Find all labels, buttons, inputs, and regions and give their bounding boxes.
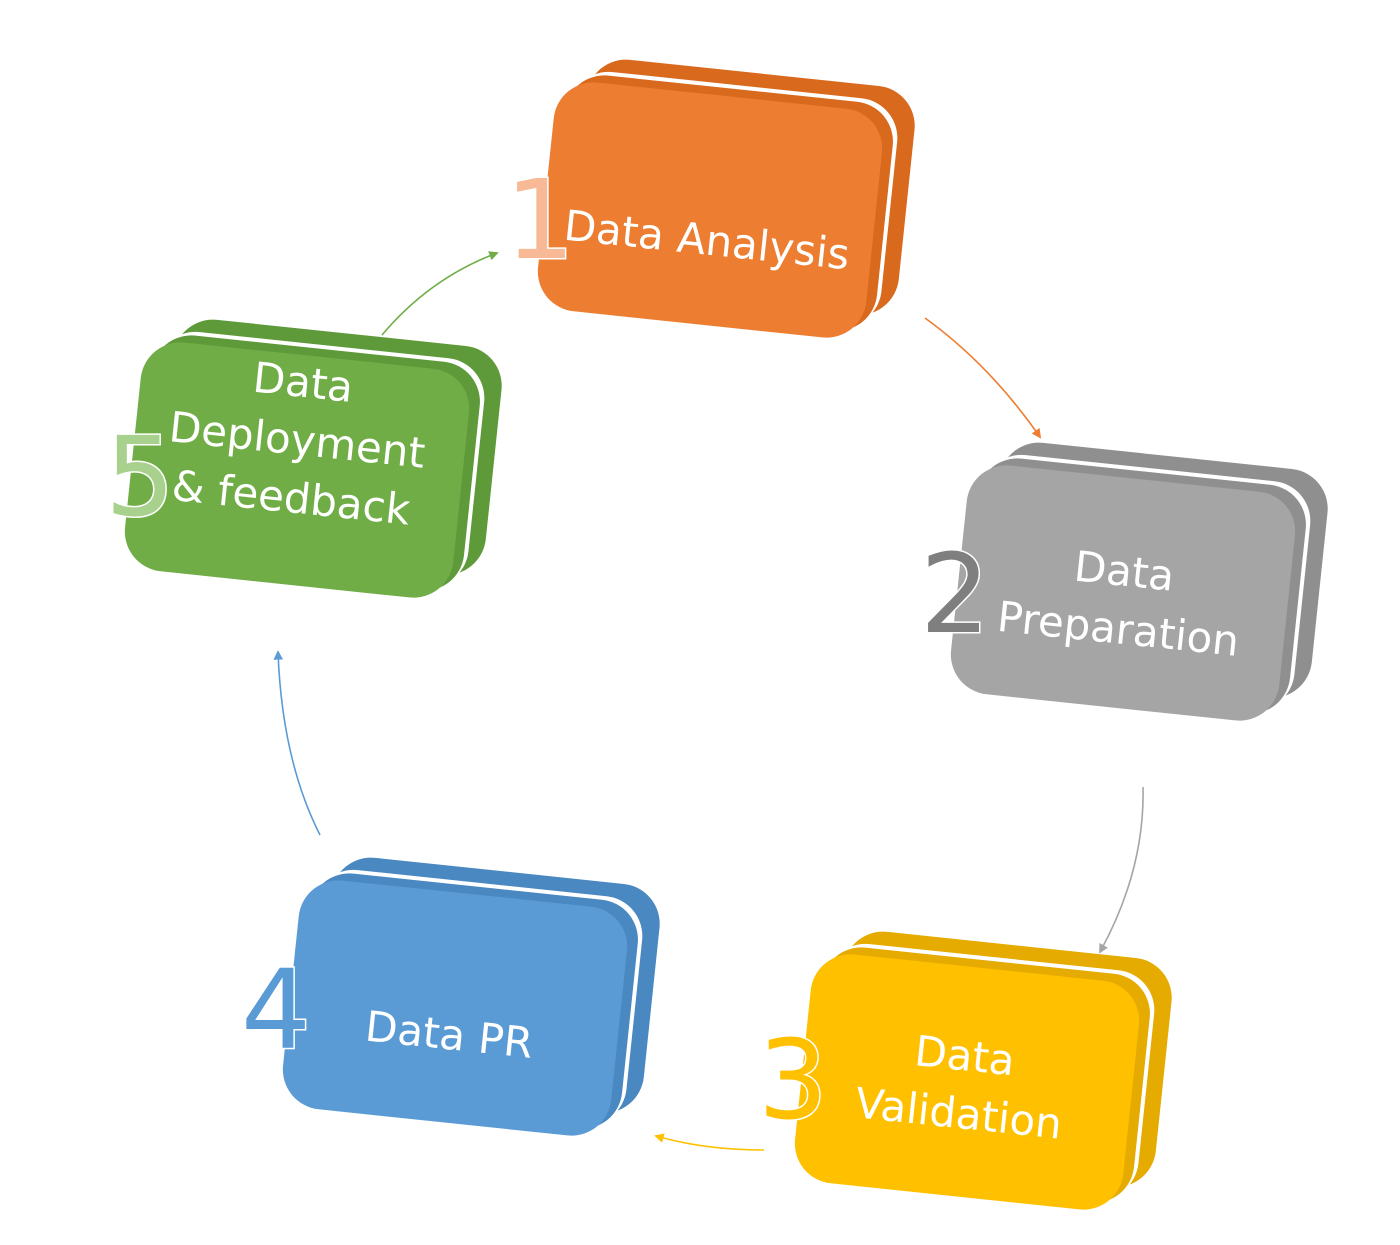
arrow-3-to-4 (654, 1133, 765, 1151)
step-3-face (794, 954, 1140, 1210)
arrow-4-to-5 (273, 650, 321, 836)
step-1-number: 1 (505, 156, 575, 284)
step-5-number: 5 (105, 413, 175, 541)
step-4-number: 4 (241, 946, 311, 1074)
step-4-face (282, 880, 628, 1136)
step-1-face (537, 82, 883, 338)
step-3-number: 3 (758, 1016, 828, 1144)
arrow-5-to-1 (381, 251, 499, 336)
arrow-1-to-2 (924, 317, 1042, 439)
step-5-label-line: Data (251, 353, 356, 412)
step-2-number: 2 (920, 530, 990, 658)
step-1-box: Data Analysis (537, 59, 915, 338)
step-3-label-line: Data (912, 1026, 1017, 1085)
step-2-face (950, 465, 1296, 721)
connector-arrows (273, 251, 1144, 1151)
step-boxes: Data Analysis1DataPreparation2DataValida… (104, 59, 1328, 1210)
step-5-face (124, 342, 470, 598)
arrow-2-to-3 (1099, 786, 1144, 954)
step-2-label-line: Data (1072, 542, 1177, 601)
step-4-box: Data PR (282, 857, 660, 1136)
